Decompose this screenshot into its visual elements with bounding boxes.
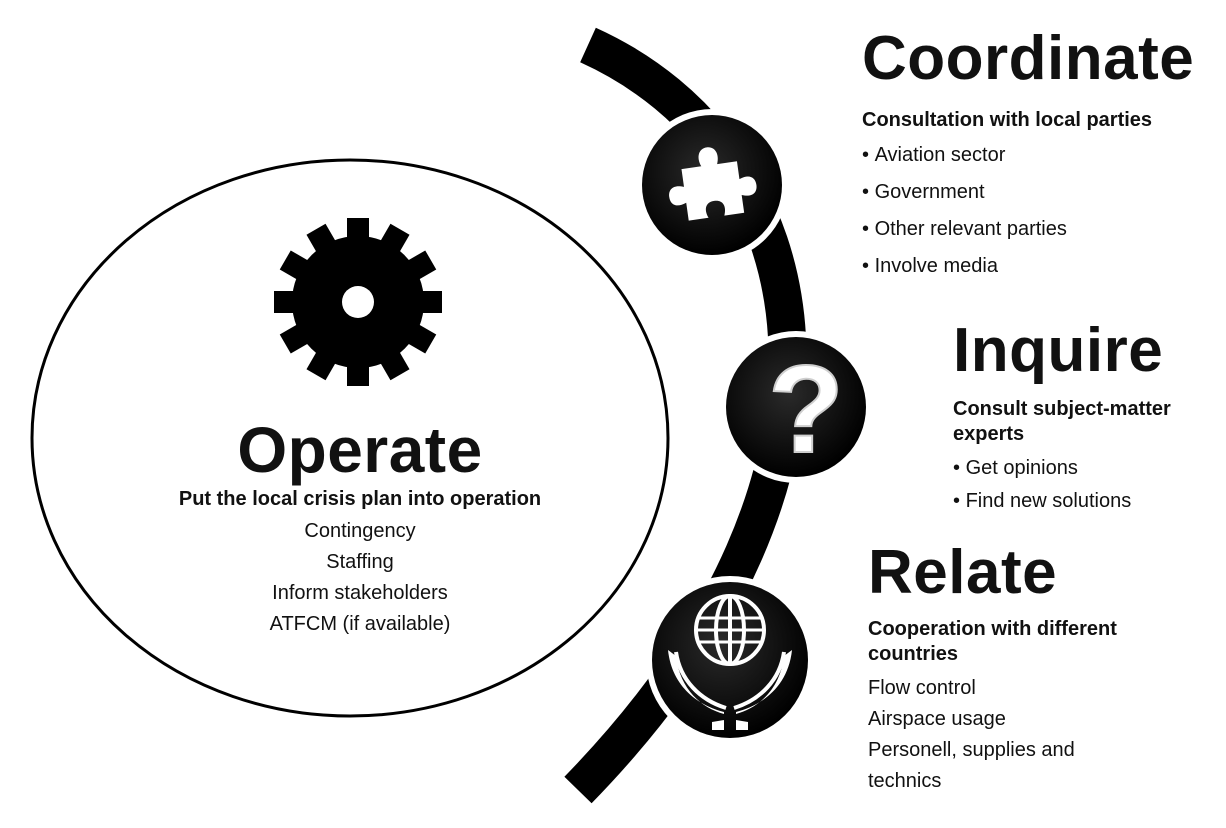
globe-hands-icon [668, 594, 792, 730]
inquire-disc: ? [720, 331, 872, 483]
operate-list: Contingency Staffing Inform stakeholders… [110, 516, 610, 640]
inquire-item: Get opinions [953, 452, 1131, 485]
operate-item: Staffing [326, 551, 394, 573]
operate-subtitle: Put the local crisis plan into operation [178, 488, 542, 510]
relate-item: Flow control [868, 677, 976, 699]
relate-title: Relate [868, 538, 1058, 607]
inquire-item: Find new solutions [953, 485, 1132, 518]
operate-item: ATFCM (if available) [269, 613, 451, 635]
coordinate-item: Aviation sector [862, 137, 1067, 174]
relate-disc [646, 576, 814, 744]
coordinate-item: Government [862, 174, 1067, 211]
operate-item: Inform stakeholders [272, 582, 448, 604]
puzzle-piece-icon [669, 147, 757, 221]
coordinate-item: Other relevant parties [862, 211, 1067, 248]
inquire-list: Get opinions Find new solutions [953, 452, 1132, 518]
operate-circle [30, 158, 670, 718]
question-mark-icon: ? [768, 341, 844, 479]
gear-icon [274, 218, 442, 386]
coordinate-list: Aviation sector Government Other relevan… [862, 137, 1067, 285]
coordinate-subtitle: Consultation with local parties [862, 109, 1153, 131]
relate-list: Flow control Airspace usage Personell, s… [868, 673, 1128, 797]
relate-item: Airspace usage [868, 708, 1006, 730]
coordinate-disc [636, 109, 788, 261]
operate-item: Contingency [304, 520, 416, 542]
coordinate-title: Coordinate [862, 24, 1195, 93]
coordinate-item: Involve media [862, 248, 1067, 285]
inquire-title: Inquire [953, 316, 1164, 385]
inquire-subtitle: Consult subject-matter experts [953, 398, 1171, 445]
relate-item: Personell, supplies and technics [868, 739, 1075, 792]
relate-subtitle: Cooperation with different countries [868, 618, 1117, 665]
operate-title: Operate [237, 414, 483, 486]
